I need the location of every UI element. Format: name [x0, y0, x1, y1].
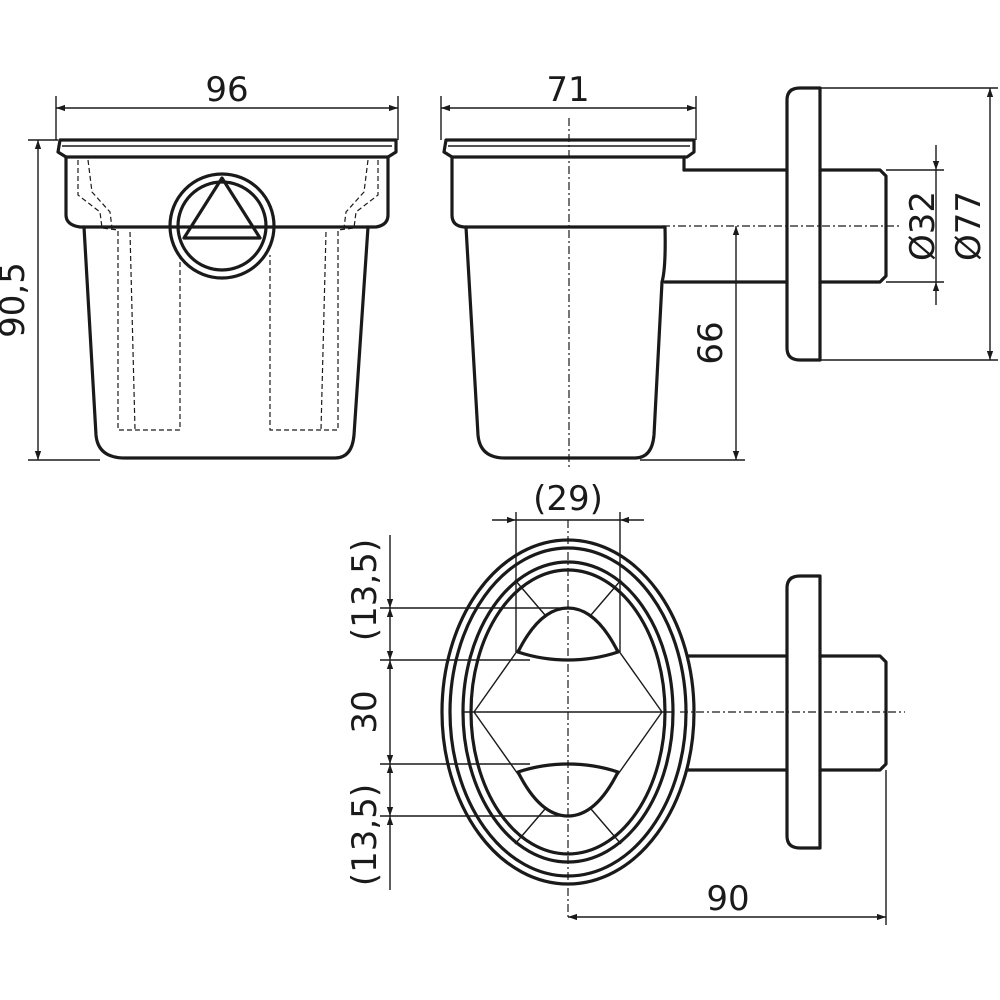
side-view [442, 86, 900, 470]
front-body [82, 225, 370, 460]
middle-offset-label: 30 [345, 690, 385, 733]
front-grate [56, 138, 398, 159]
side-grate [442, 138, 696, 159]
lower-offset-label: (13,5) [345, 784, 385, 886]
front-view [56, 138, 398, 460]
outlet-length-label: 90 [706, 879, 749, 919]
front-height-dimension: 90,5 [0, 139, 100, 461]
side-outlet-pipe [663, 168, 789, 284]
front-width-dimension: 96 [55, 70, 399, 140]
top-upper-grip [516, 606, 620, 662]
grip-spacing-label: (29) [533, 479, 603, 519]
grip-spacing-dimension: (29) [492, 479, 644, 652]
side-width-dimension: 71 [440, 70, 697, 140]
outlet-height-label: 66 [691, 321, 731, 364]
flange-diameter-dimension: Ø77 [820, 87, 998, 361]
side-flange [785, 86, 822, 362]
vertical-offset-dimensions: (13,5) 30 (13,5) [345, 535, 568, 890]
outlet-diameter-label: Ø32 [903, 191, 943, 261]
top-lower-grip [516, 762, 620, 818]
side-body [464, 225, 667, 460]
outlet-height-dimension: 66 [640, 226, 745, 461]
top-pipe-end [818, 654, 888, 772]
side-collar [450, 155, 667, 229]
front-width-label: 96 [205, 70, 248, 110]
flange-diameter-label: Ø77 [949, 191, 989, 261]
front-collar [64, 155, 390, 229]
side-width-label: 71 [546, 70, 589, 110]
top-flange [785, 574, 822, 850]
outlet-length-dimension: 90 [568, 770, 887, 925]
front-outlet-circle [168, 172, 276, 280]
front-outlet-trap [182, 176, 262, 240]
top-outlet-pipe [686, 654, 789, 772]
top-view [440, 520, 905, 920]
upper-offset-label: (13,5) [345, 539, 385, 641]
outlet-diameter-dimension: Ø32 [886, 145, 944, 305]
front-height-label: 90,5 [0, 262, 33, 338]
